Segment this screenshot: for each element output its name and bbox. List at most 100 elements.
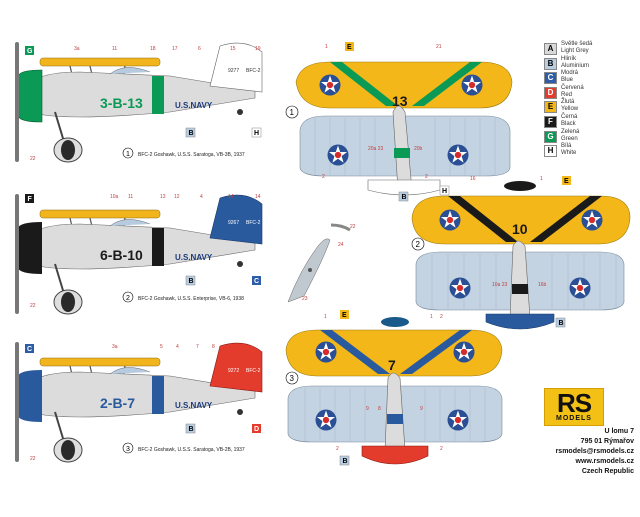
prop-callout: 23 <box>302 296 308 302</box>
p2-callout: 22 <box>30 303 36 309</box>
top1-wing-number: 13 <box>392 93 408 109</box>
p2-callout: 14 <box>228 194 234 200</box>
p1-caption: BFC-2 Goshawk, U.S.S. Saratoga, VB-3B, 1… <box>138 152 245 158</box>
legend-swatch: F <box>544 115 557 128</box>
p2-color-tag: C <box>254 278 259 285</box>
legend-swatch: H <box>544 145 557 158</box>
prop-callout: 24 <box>338 242 344 248</box>
legend-swatch: E <box>544 101 557 114</box>
address-line: Czech Republic <box>581 468 634 475</box>
prop-callout: 22 <box>350 224 356 230</box>
legend-czech-name: Žlutá <box>561 99 575 106</box>
top2-callout: 2 <box>440 314 443 320</box>
p3-callout: 5 <box>160 344 163 350</box>
top2-callout: 1 <box>540 176 543 182</box>
legend-swatch: A <box>544 43 557 55</box>
p1-code: 3-B-13 <box>100 95 143 111</box>
top3-callout: 1 <box>430 314 433 320</box>
legend-swatch: G <box>544 130 557 143</box>
top1-color-tag: H <box>442 188 447 195</box>
email-link[interactable]: rsmodels@rsmodels.cz <box>555 448 634 455</box>
p3-callout: 8 <box>212 344 215 350</box>
top3-callout: 8 <box>378 406 381 412</box>
legend-item: G Zelená Green <box>544 128 636 145</box>
p1-color-tag: G <box>27 48 33 55</box>
legend-english-name: Blue <box>561 77 574 84</box>
top3-callout: 2 <box>336 446 339 452</box>
legend-czech-name: Zelená <box>561 128 580 135</box>
p2-number: 2 <box>126 295 130 302</box>
p2-tail-type: BFC-2 <box>246 220 261 226</box>
p3-code: 2-B-7 <box>100 395 135 411</box>
top1-callout: 2 <box>322 174 325 180</box>
top1-callout: 1 <box>325 44 328 50</box>
p2-callout: 11 <box>128 194 133 200</box>
top1-callout: 21 <box>436 44 442 50</box>
p3-color-tag: C <box>27 346 32 353</box>
company-address: U lomu 7 795 01 Rýmařov rsmodels@rsmodel… <box>556 427 634 477</box>
p3-callout: 22 <box>30 456 36 462</box>
p3-number: 3 <box>126 446 130 453</box>
top2-number: 2 <box>416 240 421 249</box>
p2-callout: 10a <box>110 194 119 200</box>
top3-color-tag: B <box>343 458 348 465</box>
p1-tail-serial: 9277 <box>228 68 239 74</box>
p3-tail-type: BFC-2 <box>246 368 261 374</box>
top3-callout: 9 <box>420 406 423 412</box>
legend-swatch: D <box>544 86 557 99</box>
p1-navy: U.S.NAVY <box>175 101 213 110</box>
legend-item: A Světle šedá Light Grey <box>544 41 636 57</box>
profile-1-side: 3-B-13 U.S.NAVY 9277 BFC-2 3a 11 18 17 6… <box>15 42 263 163</box>
p2-tail-serial: 9267 <box>228 220 239 226</box>
address-line: 795 01 Rýmařov <box>580 438 634 445</box>
legend-english-name: Yellow <box>561 106 579 113</box>
legend-czech-name: Světle šedá <box>561 41 593 47</box>
top2-color-tag: B <box>559 320 564 327</box>
p1-color-tag: B <box>189 130 194 137</box>
legend-item: C Modrá Blue <box>544 70 636 86</box>
top1-number: 1 <box>290 108 295 117</box>
p3-callout: 7 <box>196 344 199 350</box>
p1-callout: 3a <box>74 46 80 52</box>
p1-number: 1 <box>126 151 130 158</box>
p1-tail-type: BFC-2 <box>246 68 261 74</box>
p3-navy: U.S.NAVY <box>175 401 213 410</box>
top1-callout: 2 <box>425 174 428 180</box>
logo-subtitle: MODELS <box>556 415 592 422</box>
color-legend: A Světle šedá Light Grey B Hliník Alumin… <box>544 41 636 159</box>
p1-callout: 17 <box>172 46 178 52</box>
p2-color-tag: F <box>28 196 33 203</box>
legend-czech-name: Černá <box>561 113 578 120</box>
p2-navy: U.S.NAVY <box>175 253 213 262</box>
website-link[interactable]: www.rsmodels.cz <box>575 458 634 465</box>
logo-wordmark: RS <box>556 388 592 418</box>
p1-color-tag: H <box>254 130 259 137</box>
p3-callout: 4 <box>176 344 179 350</box>
p2-callout: 13 <box>160 194 166 200</box>
top2-wing-number: 10 <box>512 221 528 237</box>
top2-color-tag: E <box>564 178 569 185</box>
top3-color-tag: E <box>342 312 347 319</box>
p2-callout: 14 <box>255 194 261 200</box>
topview-2: 10 E B 2 16 1 10a 23 16b 2 <box>411 176 631 330</box>
p2-color-tag: B <box>189 278 194 285</box>
top3-callout: 9 <box>366 406 369 412</box>
address-line: U lomu 7 <box>604 428 634 435</box>
p3-tail-serial: 9272 <box>228 368 239 374</box>
top1-color-tag: E <box>347 44 352 51</box>
legend-english-name: Red <box>561 91 573 98</box>
p1-callout: 11 <box>112 46 117 52</box>
top2-callout: 16b <box>538 282 547 288</box>
top3-number: 3 <box>290 374 295 383</box>
legend-english-name: Black <box>561 120 576 127</box>
p2-callout: 4 <box>200 194 203 200</box>
p1-callout: 22 <box>30 156 36 162</box>
legend-item: F Černá Black <box>544 113 636 130</box>
top2-callout: 16 <box>470 176 476 182</box>
legend-swatch: C <box>544 72 557 85</box>
legend-item: D Červená Red <box>544 85 636 101</box>
legend-english-name: Aluminium <box>561 62 590 69</box>
p3-color-tag: B <box>189 426 194 433</box>
